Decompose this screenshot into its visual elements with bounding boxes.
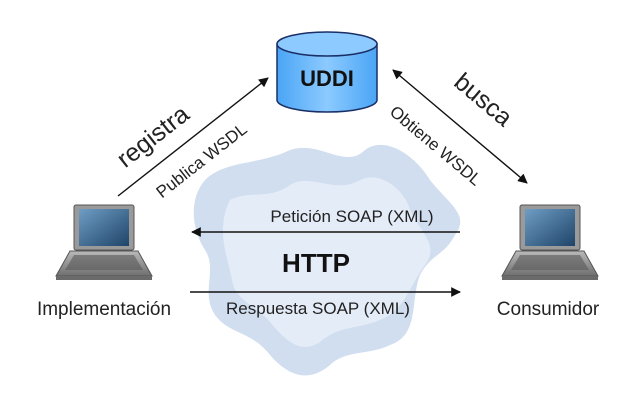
uddi-database: UDDI bbox=[276, 31, 378, 113]
lookup-arrow bbox=[392, 69, 528, 184]
lookup-top-label: busca bbox=[449, 68, 518, 132]
laptop-icon bbox=[55, 204, 153, 280]
provider-laptop: Implementación bbox=[37, 204, 171, 320]
consumer-label: Consumidor bbox=[497, 299, 600, 320]
cloud-icon bbox=[193, 144, 461, 376]
uddi-label: UDDI bbox=[300, 66, 354, 91]
provider-label: Implementación bbox=[37, 299, 171, 320]
request-label: Petición SOAP (XML) bbox=[270, 207, 433, 226]
register-arrow bbox=[117, 77, 269, 197]
laptop-icon bbox=[501, 204, 599, 280]
register-top-label: registra bbox=[112, 100, 195, 173]
response-label: Respuesta SOAP (XML) bbox=[226, 299, 410, 318]
http-label: HTTP bbox=[282, 248, 350, 278]
consumer-laptop: Consumidor bbox=[497, 204, 600, 320]
database-icon bbox=[276, 31, 378, 113]
